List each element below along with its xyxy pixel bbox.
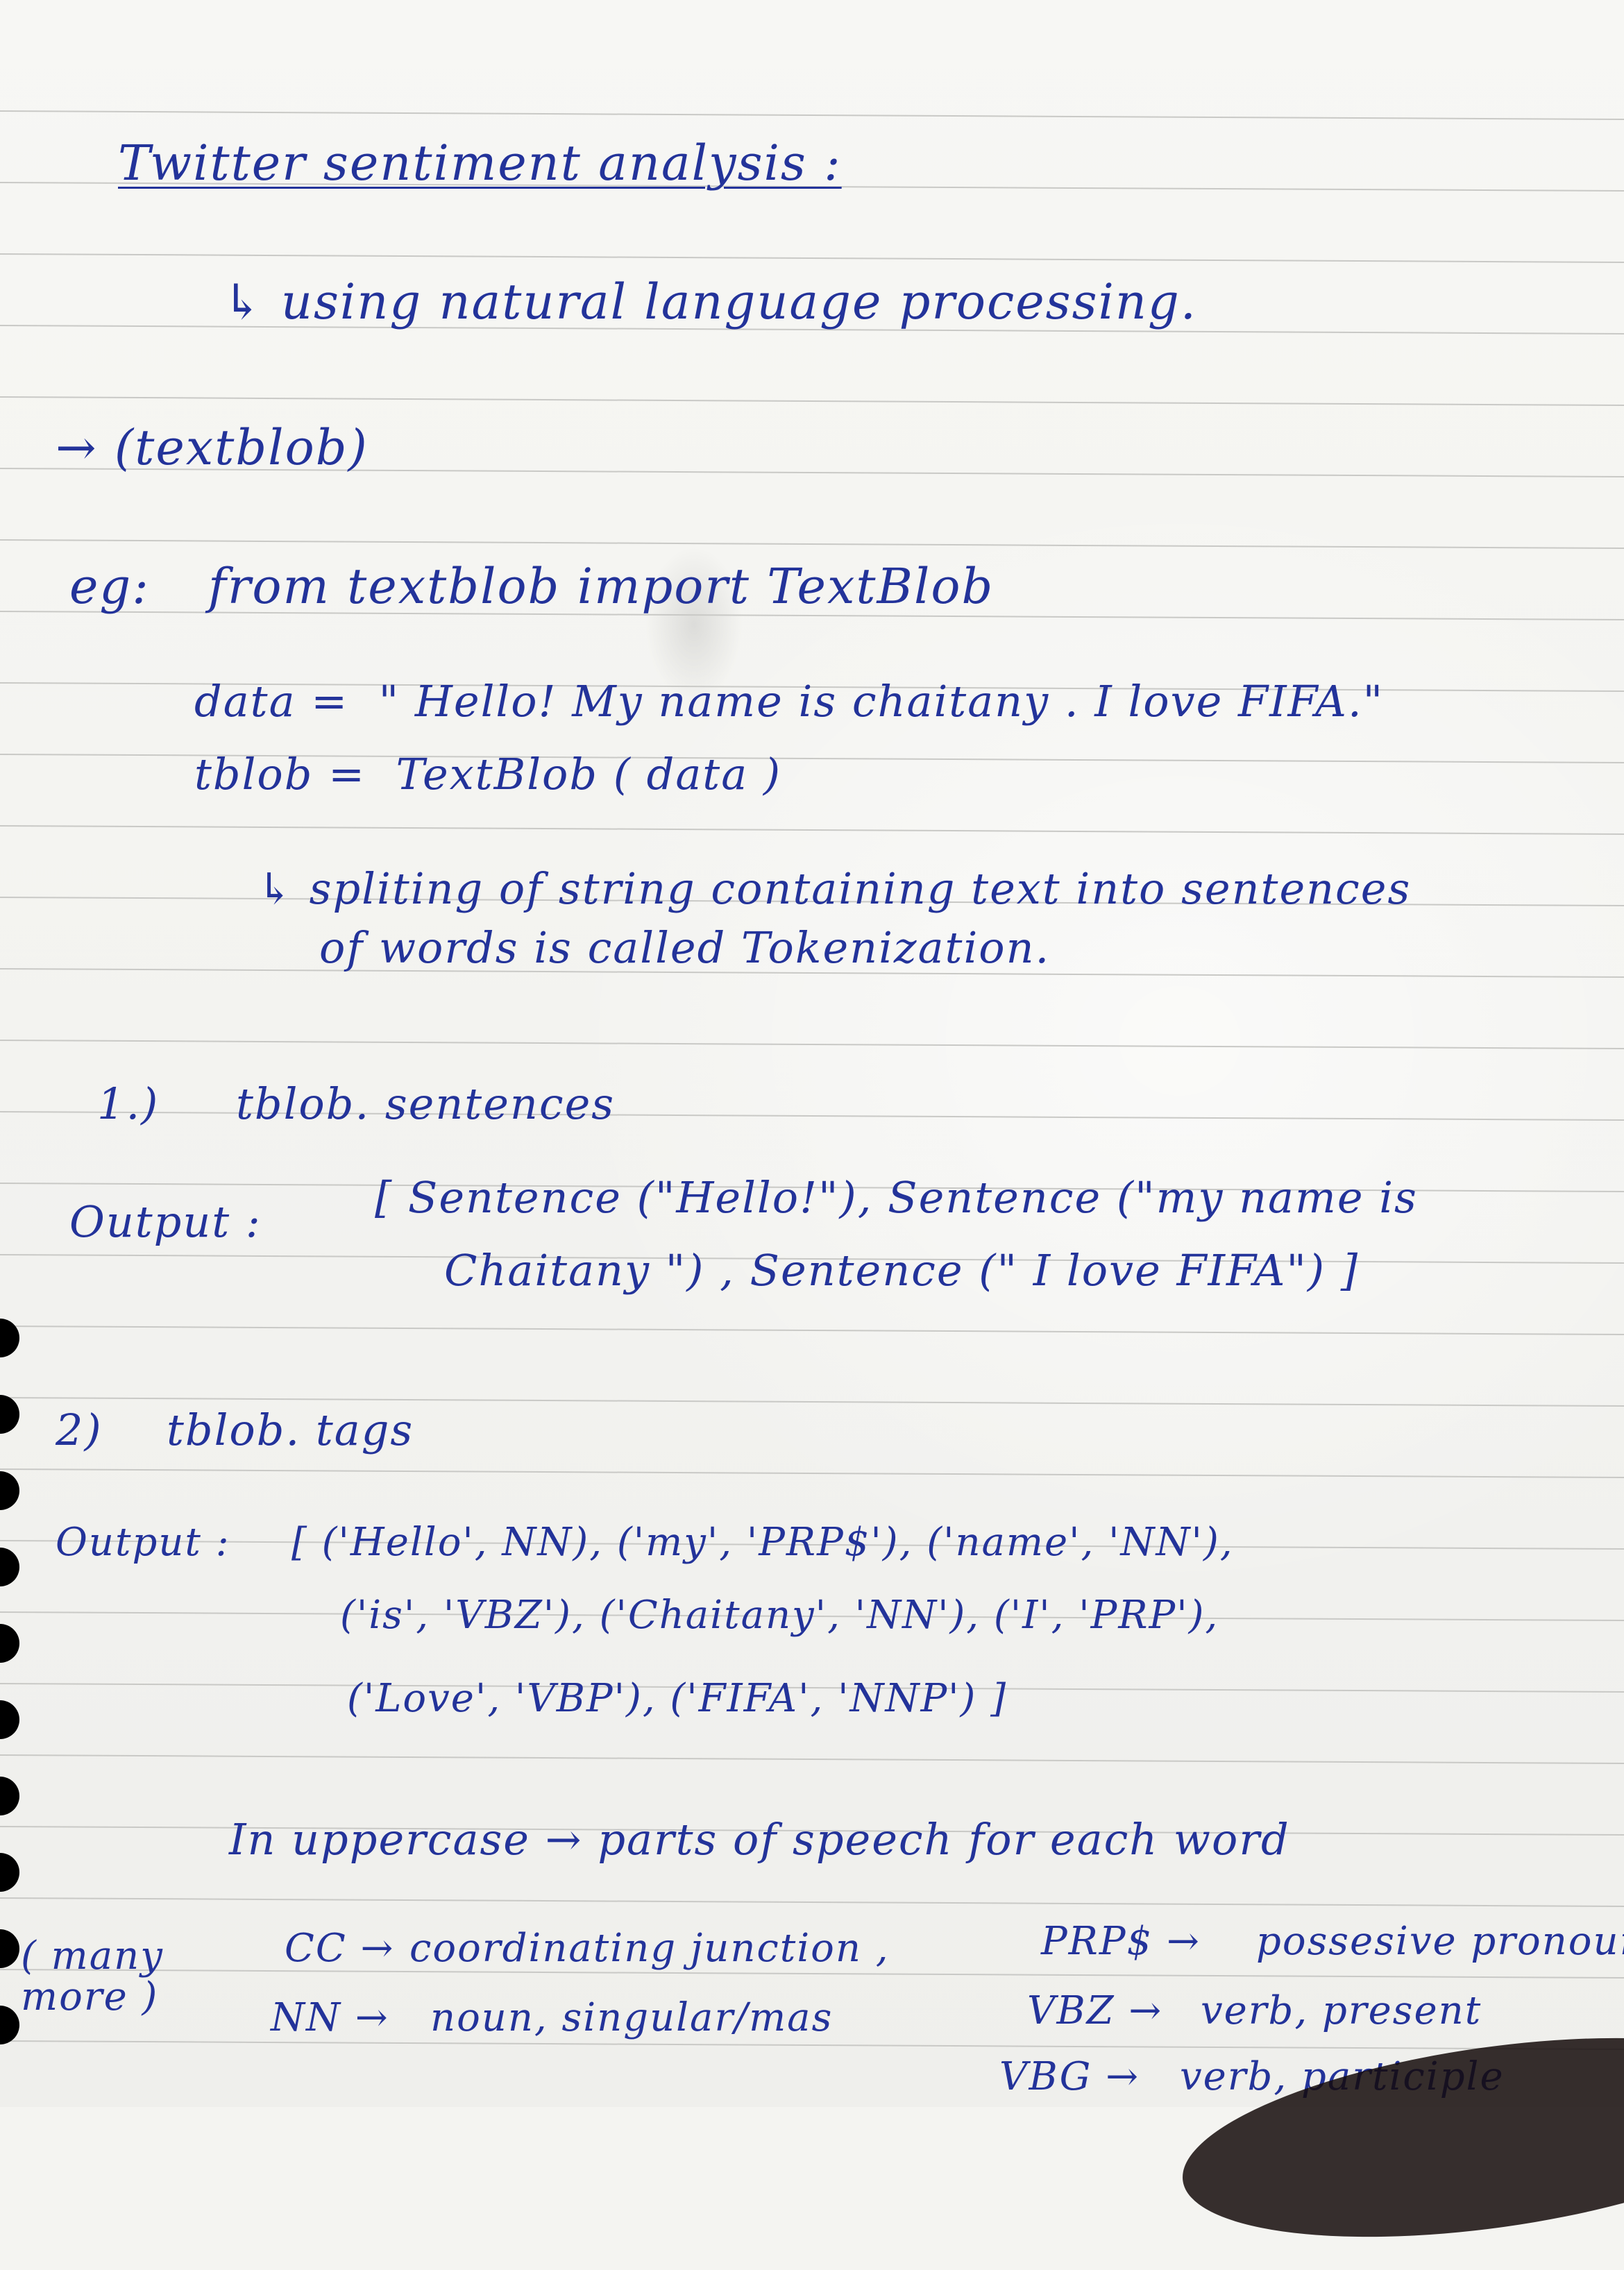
output1-line-1: [ Sentence ("Hello!"), Sentence ("my nam… <box>375 1172 1418 1223</box>
uppercase-note: In uppercase → parts of speech for each … <box>229 1814 1290 1865</box>
pos-meaning-nn: noun, singular/mas <box>430 1995 834 2040</box>
rule-line <box>0 1754 1624 1764</box>
pos-tag-nn: NN → <box>271 1995 389 2040</box>
import-line: from textblob import TextBlob <box>208 558 995 615</box>
rule-line <box>0 539 1624 549</box>
pos-tag-vbz: VBZ → <box>1027 1988 1163 2033</box>
rule-line <box>0 968 1624 978</box>
tblob-line: tblob = TextBlob ( data ) <box>194 749 782 799</box>
pos-tag-cc: CC → <box>285 1926 395 1971</box>
library-note: → (textblob) <box>56 419 369 476</box>
rule-line <box>0 611 1624 620</box>
output2-line-1: [ ('Hello', NN), ('my', 'PRP$'), ('name'… <box>291 1520 1234 1565</box>
rule-line <box>0 468 1624 477</box>
output1-line-2: Chaitany ") , Sentence (" I love FIFA") … <box>444 1245 1360 1296</box>
output2-line-3: ('Love', 'VBP'), ('FIFA', 'NNP') ] <box>347 1676 1008 1721</box>
rule-line <box>0 1468 1624 1478</box>
rule-line <box>0 1325 1624 1335</box>
rule-line <box>0 682 1624 692</box>
subtitle: ↳ using natural language processing. <box>222 273 1198 330</box>
data-line: data = " Hello! My name is chaitany . I … <box>194 676 1385 727</box>
rule-line <box>0 396 1624 406</box>
rule-line <box>0 754 1624 763</box>
step1-label: 1.) <box>97 1078 160 1129</box>
rule-line <box>0 325 1624 334</box>
step2-label: 2) <box>56 1405 103 1455</box>
example-label: eg: <box>69 558 150 615</box>
rule-line <box>0 253 1624 263</box>
rule-line <box>0 1183 1624 1192</box>
rule-line <box>0 1611 1624 1621</box>
output2-label: Output : <box>56 1520 230 1565</box>
rule-line <box>0 1683 1624 1693</box>
rule-line <box>0 897 1624 906</box>
rule-line <box>0 182 1624 192</box>
step1-code: tblob. sentences <box>236 1078 616 1129</box>
step2-code: tblob. tags <box>167 1405 414 1455</box>
pos-tag-prp: PRP$ → <box>1041 1919 1201 1964</box>
ruled-lines <box>0 110 1624 2050</box>
rule-line <box>0 1111 1624 1121</box>
rule-line <box>0 1254 1624 1264</box>
rule-line <box>0 1826 1624 1836</box>
rule-line <box>0 825 1624 835</box>
tokenization-line-2: of words is called Tokenization. <box>319 922 1051 973</box>
rule-line <box>0 1040 1624 1049</box>
pos-meaning-prp: possesive pronoun <box>1256 1919 1624 1964</box>
rule-line <box>0 2040 1624 2050</box>
rule-line <box>0 1540 1624 1550</box>
output2-line-2: ('is', 'VBZ'), ('Chaitany', 'NN'), ('I',… <box>340 1593 1219 1638</box>
many-more-label: ( many more ) <box>21 1933 164 2019</box>
pos-meaning-cc: coordinating junction , <box>409 1926 890 1971</box>
page-title: Twitter sentiment analysis : <box>118 135 842 192</box>
tokenization-line-1: ↳ spliting of string containing text int… <box>257 863 1412 914</box>
rule-line <box>0 1969 1624 1979</box>
rule-line <box>0 1397 1624 1407</box>
pos-tag-vbg: VBG → <box>999 2054 1140 2099</box>
rule-line <box>0 1897 1624 1907</box>
output1-label: Output : <box>69 1196 262 1247</box>
pos-meaning-vbz: verb, present <box>1201 1988 1482 2033</box>
rule-line <box>0 110 1624 120</box>
